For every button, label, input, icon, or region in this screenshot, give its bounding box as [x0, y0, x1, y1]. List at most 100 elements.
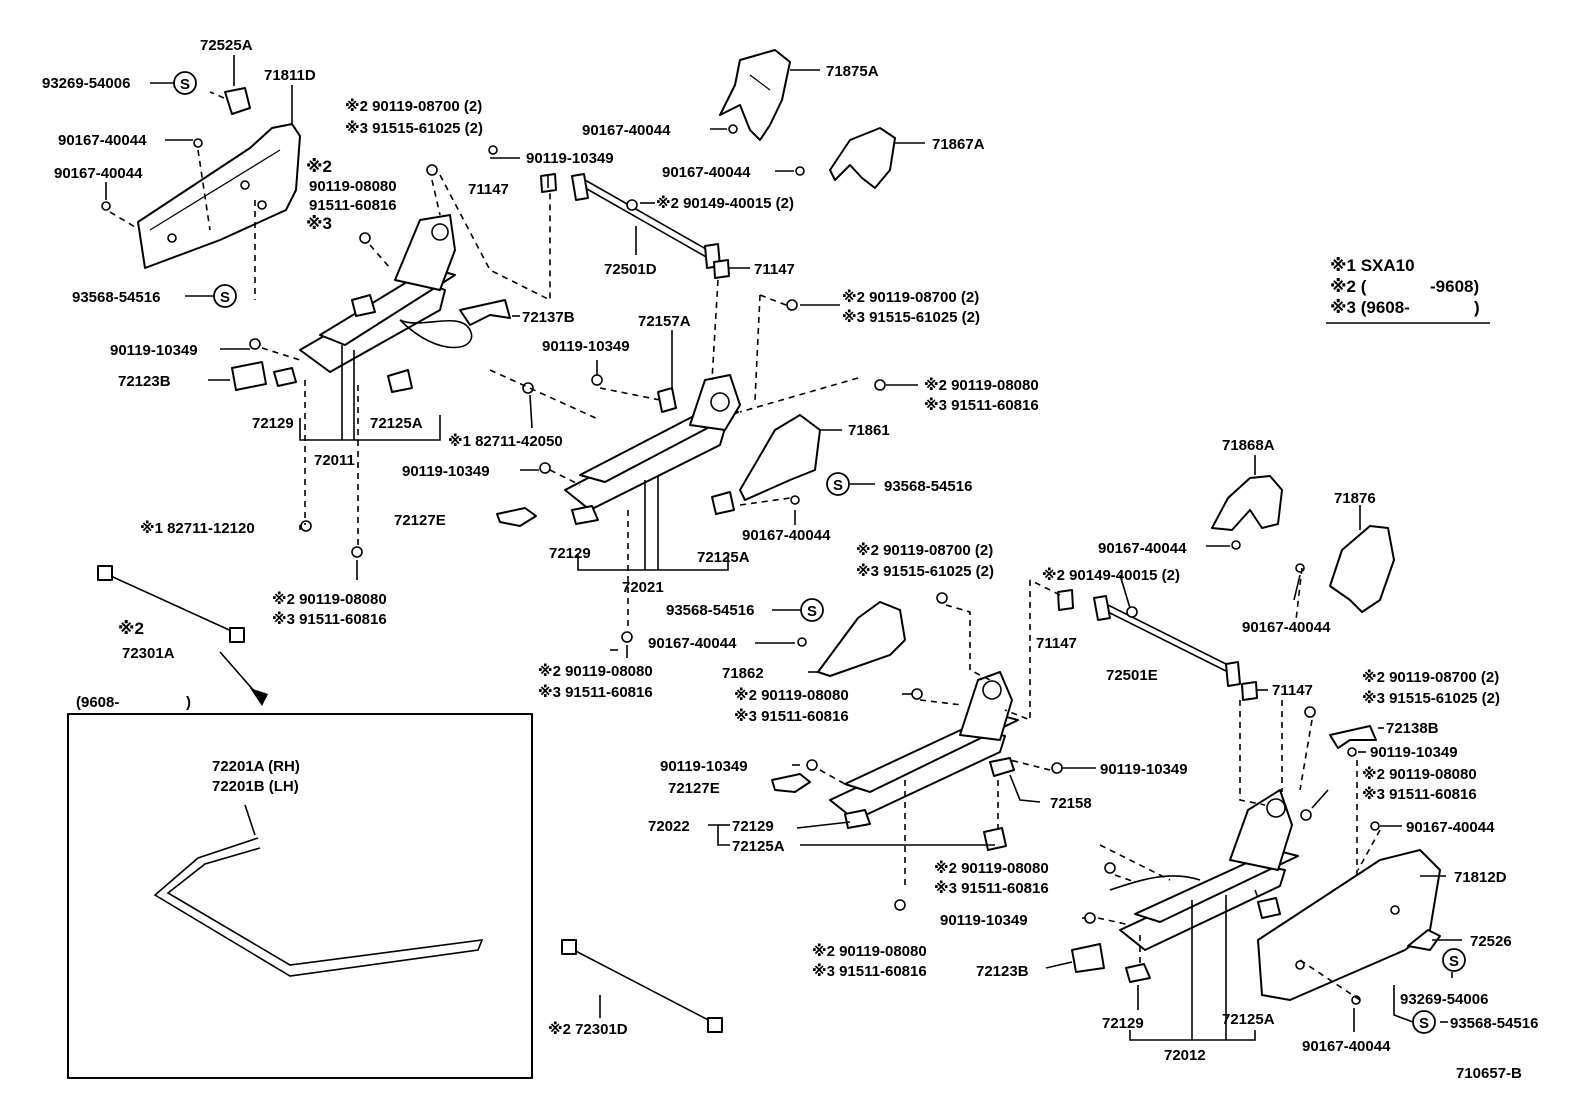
label-m2-90119-08700-c: ※2 90119-08700 (2) — [856, 541, 993, 559]
inset-box — [67, 713, 533, 1079]
legend-m3: ※3 (9608- — [1330, 298, 1410, 317]
label-71867A: 71867A — [932, 136, 985, 153]
arrow-72301A — [219, 651, 268, 706]
label-72201A: 72201A (RH) — [212, 758, 300, 775]
cover-71861 — [739, 414, 821, 501]
label-m3-91511-60816-c: ※3 91511-60816 — [272, 610, 387, 628]
label-71875A: 71875A — [826, 63, 879, 80]
leader-lines — [105, 55, 1462, 1041]
label-72127E-a: 72127E — [394, 512, 446, 529]
label-72525A: 72525A — [200, 37, 253, 54]
label-93568-54516-d: 93568-54516 — [1450, 1015, 1538, 1032]
label-m2-72301A: ※2 — [118, 619, 144, 638]
label-m2-90119-08080-h: ※2 90119-08080 — [812, 942, 927, 960]
label-72125A-a: 72125A — [370, 415, 423, 432]
label-9608-box: (9608- — [76, 694, 119, 711]
part-71147-b — [713, 259, 730, 279]
label-90119-10349-c: 90119-10349 — [110, 342, 198, 359]
svg-text:S: S — [220, 289, 230, 306]
label-m3-91515-61025-d: ※3 91515-61025 (2) — [1362, 689, 1500, 707]
legend-m3b: ) — [1474, 298, 1480, 317]
label-72129-b: 72129 — [549, 545, 591, 562]
cover-71867A — [829, 127, 896, 189]
label-90167-40044-j: 90167-40044 — [1302, 1038, 1391, 1055]
label-m3-91515-61025-c: ※3 91515-61025 (2) — [856, 562, 994, 580]
label-90119-10349-b: 90119-10349 — [542, 338, 630, 355]
label-m2-90119-08080-d: ※2 90119-08080 — [538, 662, 653, 680]
legend-m2: ※2 ( — [1330, 277, 1367, 296]
cover-71868A — [1211, 475, 1283, 531]
label-m3-91511-60816-e: ※3 91511-60816 — [734, 707, 849, 725]
part-72127E-a — [496, 507, 537, 527]
label-72301A: 72301A — [122, 645, 175, 662]
label-90167-40044-h: 90167-40044 — [1242, 619, 1331, 636]
label-90167-40044-b: 90167-40044 — [54, 165, 143, 182]
part-72125A-center — [711, 491, 735, 515]
label-m3-91511-60816-f: ※3 91511-60816 — [1362, 785, 1477, 803]
label-72022: 72022 — [648, 818, 690, 835]
label-m1-82711-42050: ※1 82711-42050 — [448, 432, 563, 450]
part-72129-left — [273, 367, 297, 387]
label-90119-10349-d: 90119-10349 — [402, 463, 490, 480]
part-72123B-left — [231, 361, 267, 391]
rod-72201 — [153, 837, 484, 977]
svg-text:S: S — [807, 603, 817, 620]
label-m3-91515-61025-a: ※3 91515-61025 (2) — [345, 119, 483, 137]
cover-71812D — [1257, 849, 1441, 1001]
label-71147-b: 71147 — [754, 261, 795, 278]
label-72201B: 72201B (LH) — [212, 778, 299, 795]
part-71147-c — [1057, 589, 1074, 611]
label-ref: 710657-B — [1456, 1065, 1522, 1082]
track-assy-72011 — [299, 214, 473, 373]
label-93568-54516-c: 93568-54516 — [666, 602, 754, 619]
label-72157A: 72157A — [638, 313, 691, 330]
label-90167-40044-e: 90167-40044 — [742, 527, 831, 544]
label-72123B-a: 72123B — [118, 373, 171, 390]
track-assy-72012 — [1109, 789, 1299, 951]
label-93269-54006-a: 93269-54006 — [42, 75, 130, 92]
track-assy-72021 — [564, 374, 741, 511]
label-m3-91511-60816-g: ※3 91511-60816 — [934, 879, 1049, 897]
label-90119-10349-g: 90119-10349 — [1100, 761, 1188, 778]
label-93568-54516-a: 93568-54516 — [72, 289, 160, 306]
cover-71811D — [137, 123, 301, 269]
label-72021: 72021 — [622, 579, 664, 596]
label-71861: 71861 — [848, 422, 890, 439]
svg-text:S: S — [833, 477, 843, 494]
cable-72301D — [561, 939, 723, 1033]
label-90119-10349-h: 90119-10349 — [940, 912, 1028, 929]
label-m2-90119-08080-b: ※2 90119-08080 — [924, 376, 1039, 394]
label-m3-91511-60816-b: ※3 91511-60816 — [924, 396, 1039, 414]
label-90167-40044-i: 90167-40044 — [1406, 819, 1495, 836]
part-72137B — [459, 299, 511, 326]
label-90119-08080-a: 90119-08080 — [309, 178, 397, 195]
label-72138B: 72138B — [1386, 720, 1439, 737]
label-72127E-b: 72127E — [668, 780, 720, 797]
rod-72501E — [1093, 595, 1241, 687]
label-90167-40044-c: 90167-40044 — [582, 122, 671, 139]
part-72123B-right — [1071, 943, 1105, 973]
cover-71875A — [719, 49, 791, 141]
label-71811D: 71811D — [264, 67, 316, 84]
cover-71876 — [1329, 525, 1395, 613]
part-72158 — [989, 757, 1015, 777]
knob-72525A — [224, 87, 251, 115]
label-m3-91511-60816-h: ※3 91511-60816 — [812, 962, 927, 980]
label-90119-10349-a: 90119-10349 — [526, 150, 614, 167]
label-m3-91511-60816-d: ※3 91511-60816 — [538, 683, 653, 701]
label-90167-40044-g: 90167-40044 — [1098, 540, 1187, 557]
label-72012: 72012 — [1164, 1047, 1206, 1064]
label-m2-90119-08080-g: ※2 90119-08080 — [934, 859, 1049, 877]
label-72125A-b: 72125A — [697, 549, 750, 566]
label-72125A-c: 72125A — [732, 838, 785, 855]
legend-m1: ※1 SXA10 — [1330, 256, 1415, 275]
s-symbol-e — [1442, 948, 1466, 972]
label-m2-a: ※2 — [306, 157, 332, 176]
part-72138B — [1329, 725, 1377, 749]
label-93568-54516-b: 93568-54516 — [884, 478, 972, 495]
label-m2-90119-08700-b: ※2 90119-08700 (2) — [842, 288, 979, 306]
s-symbols: S S S S S S — [173, 71, 1466, 1034]
label-72137B: 72137B — [522, 309, 575, 326]
part-72129-right-center — [844, 809, 871, 829]
label-m1-82711-12120: ※1 82711-12120 — [140, 519, 255, 537]
